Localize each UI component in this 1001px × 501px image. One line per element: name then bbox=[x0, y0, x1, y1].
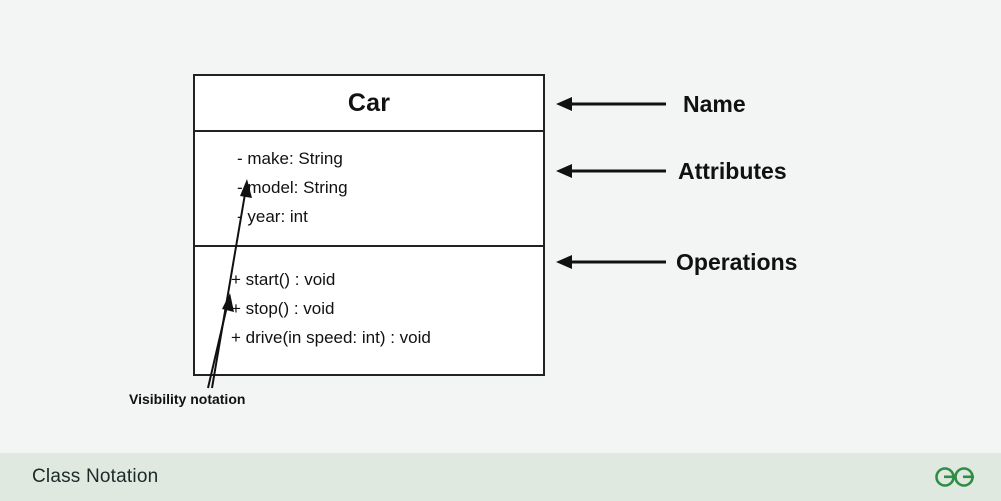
attributes-arrow-icon bbox=[556, 164, 666, 178]
visibility-notation-label: Visibility notation bbox=[129, 391, 246, 407]
operations-arrow-icon bbox=[556, 255, 666, 269]
attribute-item: - year: int bbox=[237, 207, 308, 226]
callout-label-operations: Operations bbox=[676, 249, 798, 275]
operation-item: + drive(in speed: int) : void bbox=[231, 328, 431, 347]
attribute-item: - model: String bbox=[237, 178, 348, 197]
visibility-notation-arrows-icon bbox=[207, 179, 252, 389]
footer-title: Class Notation bbox=[32, 466, 159, 487]
uml-class-box: Car - make: String - model: String - yea… bbox=[193, 74, 545, 376]
geeksforgeeks-logo-icon[interactable] bbox=[933, 464, 977, 490]
class-name-compartment: Car bbox=[195, 76, 543, 130]
operation-item: + stop() : void bbox=[231, 299, 335, 318]
operation-item: + start() : void bbox=[231, 270, 336, 289]
callout-label-attributes: Attributes bbox=[678, 158, 787, 184]
attribute-item: - make: String bbox=[237, 149, 343, 168]
class-operations-compartment: + start() : void + stop() : void + drive… bbox=[195, 245, 543, 374]
name-arrow-icon bbox=[556, 97, 666, 111]
callout-label-name: Name bbox=[683, 91, 746, 117]
footer-bar: Class Notation bbox=[0, 453, 1001, 501]
class-name-text: Car bbox=[347, 88, 391, 117]
class-attributes-compartment: - make: String - model: String - year: i… bbox=[195, 130, 543, 245]
